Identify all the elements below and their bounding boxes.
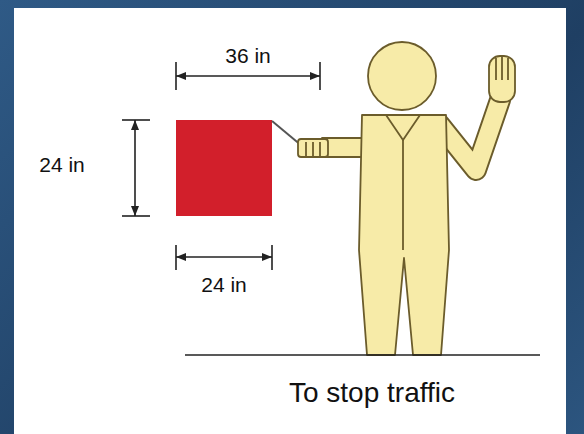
white-panel [14,8,566,434]
dimension-lines [122,62,320,270]
red-flag [176,120,272,216]
caption: To stop traffic [289,377,455,409]
ground-line [185,354,540,356]
arrowheads [131,72,320,261]
height-dimension: 24 in [39,153,85,177]
width-dimension: 36 in [225,44,271,68]
flagger-person [298,42,515,355]
width-dimension: 24 in [201,273,247,297]
